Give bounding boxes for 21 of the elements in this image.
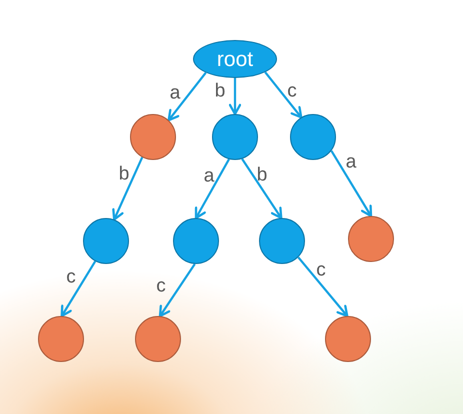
arrow [330,150,372,218]
edge-label: c [287,82,297,100]
arrow [194,158,230,220]
edge-label: a [204,166,214,186]
edge-label: a [170,84,180,102]
edge-label: c [66,268,76,286]
edge-label: b [214,82,226,100]
arrow [158,263,196,318]
edge-label: b [118,164,130,184]
arrow [228,78,242,116]
edge-label: a [346,152,356,172]
arrow [112,156,144,221]
edge-label: c [156,276,166,296]
arrow [241,158,282,220]
node-label: root [216,48,254,70]
edge-label: b [256,166,268,184]
arrow [297,256,348,318]
arrow [60,260,96,318]
edge-label: c [316,260,326,280]
arrow [168,72,207,122]
arrow [264,72,302,118]
